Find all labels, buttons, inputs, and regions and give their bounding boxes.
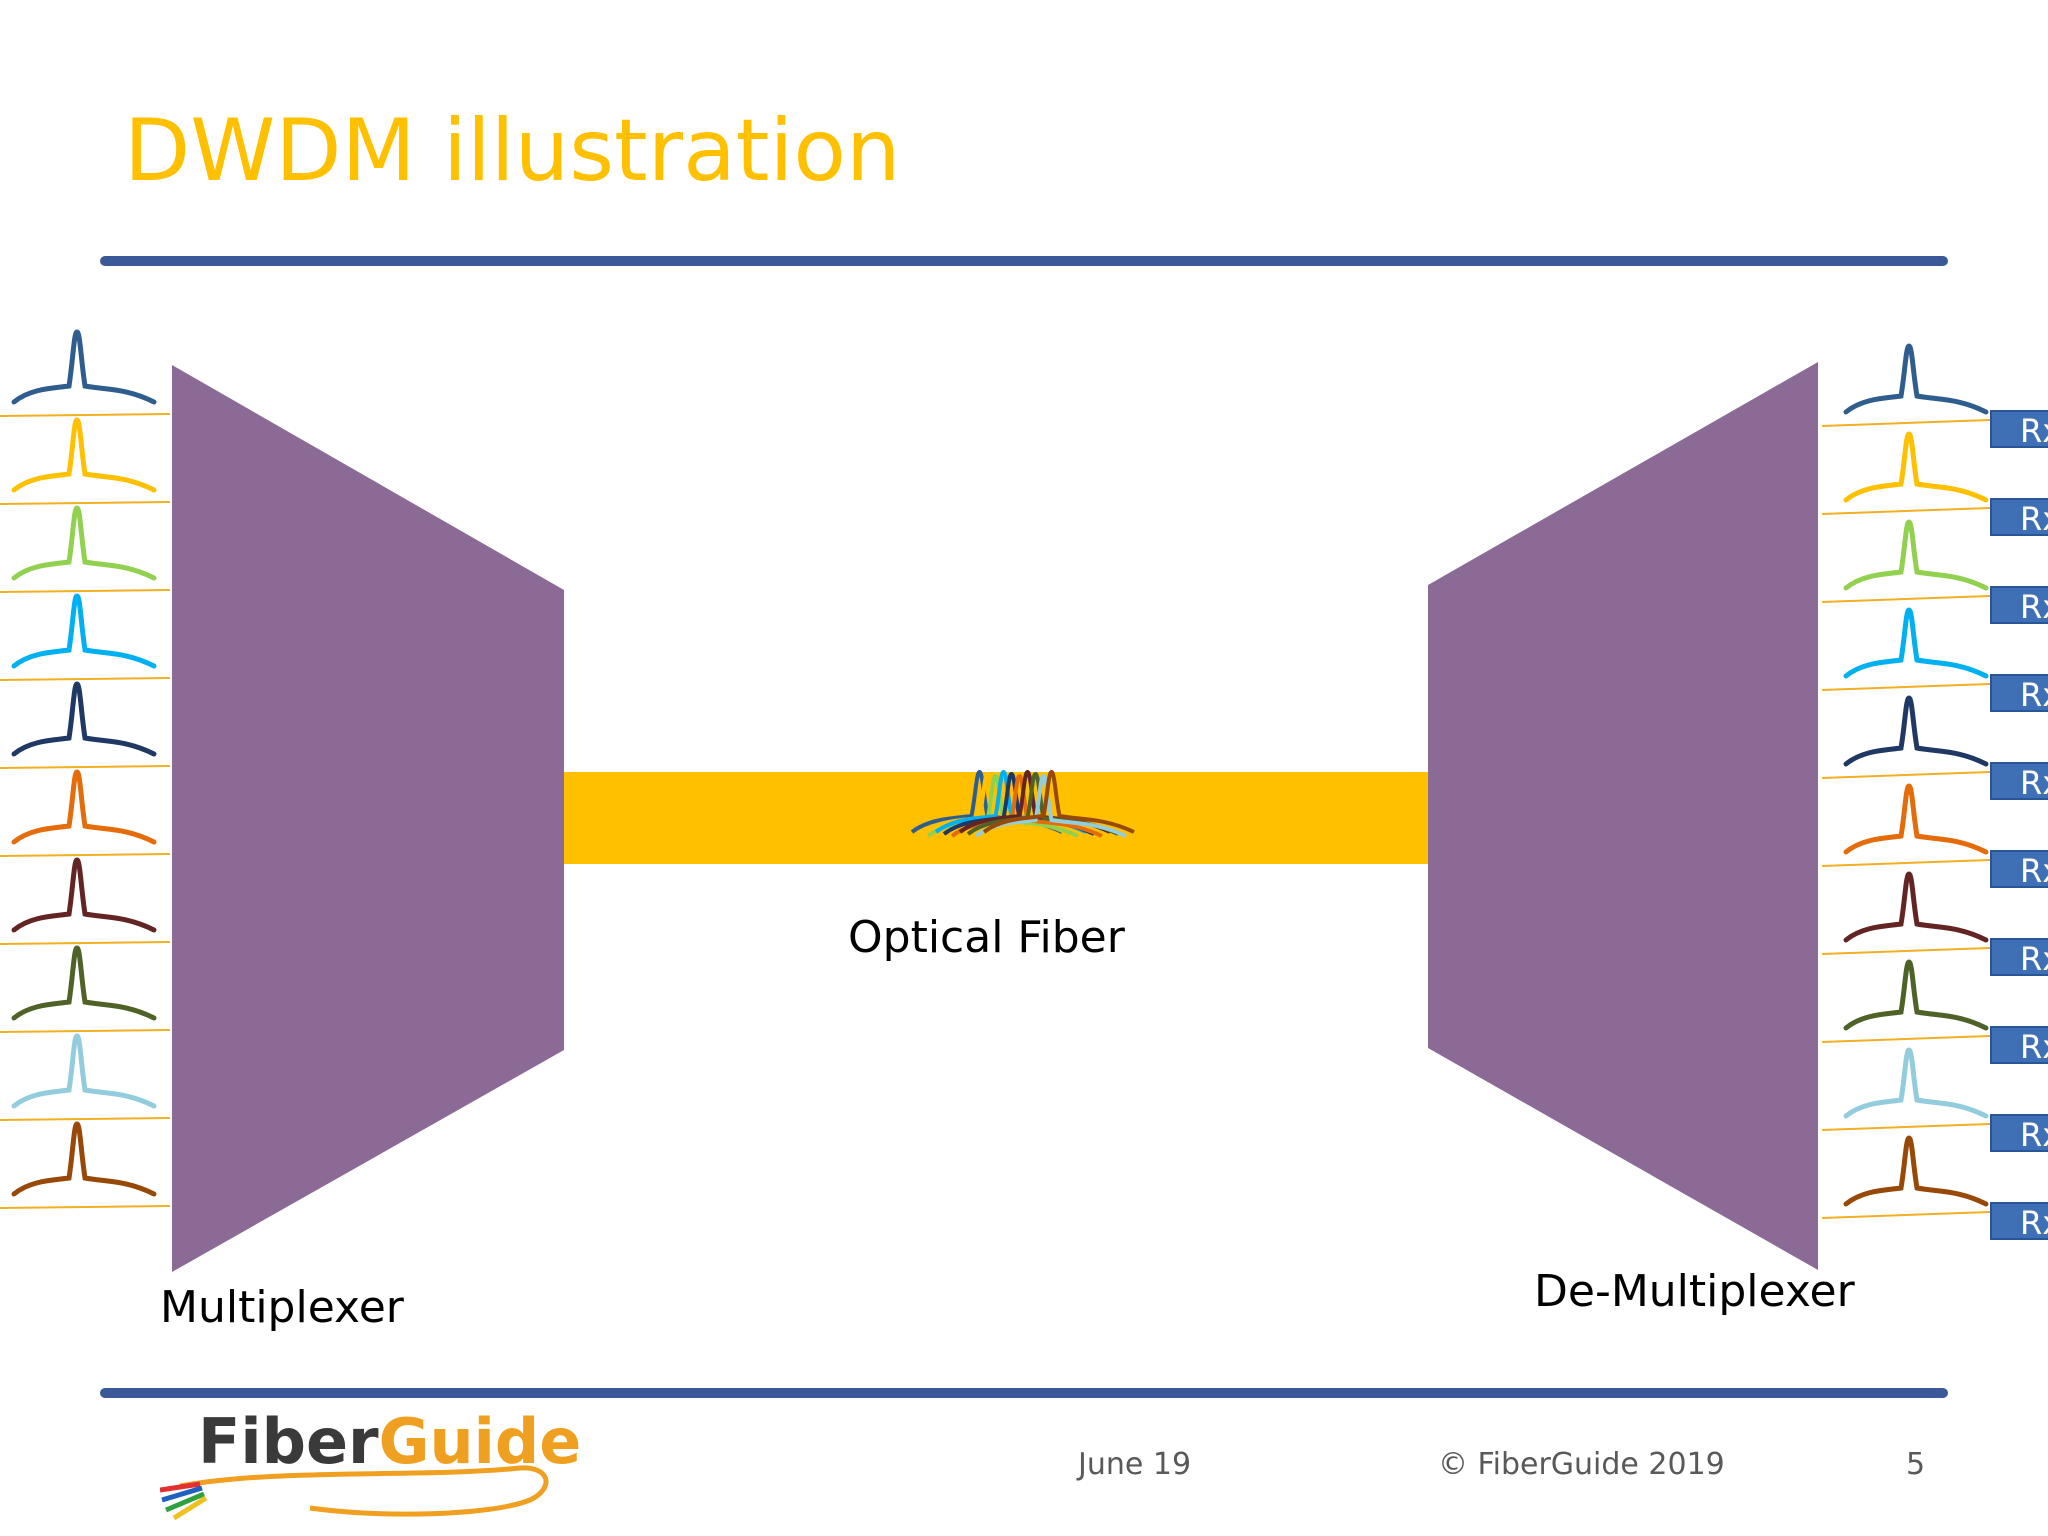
input-channel-peak	[11, 945, 157, 1021]
input-line	[0, 413, 171, 417]
output-channel-peak	[1843, 431, 1989, 503]
input-channel-peak	[11, 1121, 157, 1197]
input-channel-peak	[11, 593, 157, 669]
receiver-box: Rx	[1990, 1114, 2048, 1152]
receiver-box: Rx	[1990, 674, 2048, 712]
input-line	[0, 589, 171, 593]
output-channel-peak	[1843, 695, 1989, 767]
receiver-box: Rx	[1990, 410, 2048, 448]
receiver-box: Rx	[1990, 498, 2048, 536]
multiplexer-label: Multiplexer	[160, 1282, 404, 1333]
top-divider	[100, 256, 1948, 266]
demultiplexer-shape	[1428, 362, 1818, 1270]
output-line	[1821, 947, 1991, 955]
output-line	[1821, 859, 1991, 867]
output-line	[1821, 1211, 1991, 1219]
demultiplexer-label: De-Multiplexer	[1534, 1266, 1855, 1317]
combined-channel-peak	[982, 769, 1135, 834]
output-channel-peak	[1843, 343, 1989, 415]
output-line	[1821, 1123, 1991, 1131]
input-line	[0, 1205, 171, 1209]
input-channel-peak	[11, 769, 157, 845]
output-line	[1821, 595, 1991, 603]
input-lines	[0, 413, 171, 1209]
multiplexer-shape	[172, 365, 564, 1272]
output-line	[1821, 1035, 1991, 1043]
page-number: 5	[1906, 1447, 1926, 1482]
input-line	[0, 853, 171, 857]
input-line	[0, 941, 171, 945]
output-channel-peak	[1843, 1047, 1989, 1119]
output-line	[1821, 507, 1991, 515]
input-channel-peak	[11, 857, 157, 933]
combined-spectrum	[910, 769, 1135, 838]
input-line	[0, 677, 171, 681]
logo-text-fiber: Fiber	[198, 1405, 379, 1478]
input-channel-peak	[11, 329, 157, 405]
footer-date: June 19	[1078, 1447, 1192, 1482]
input-channel-peak	[11, 1033, 157, 1109]
receiver-box: Rx	[1990, 762, 2048, 800]
receiver-box: Rx	[1990, 1026, 2048, 1064]
bottom-divider	[100, 1388, 1948, 1398]
input-line	[0, 1029, 171, 1033]
output-spectra	[1843, 343, 1989, 1207]
input-line	[0, 765, 171, 769]
receiver-box: Rx	[1990, 850, 2048, 888]
optical-fiber-label: Optical Fiber	[848, 912, 1125, 963]
logo-text-guide: Guide	[378, 1405, 582, 1478]
footer-copyright: © FiberGuide 2019	[1438, 1447, 1725, 1482]
output-line	[1821, 419, 1991, 427]
slide-title: DWDM illustration	[124, 101, 901, 201]
receiver-box: Rx	[1990, 1202, 2048, 1240]
input-channel-peak	[11, 505, 157, 581]
output-line	[1821, 683, 1991, 691]
receiver-box: Rx	[1990, 938, 2048, 976]
input-channel-peak	[11, 681, 157, 757]
output-channel-peak	[1843, 871, 1989, 943]
input-channel-peak	[11, 417, 157, 493]
combined-channel-peak	[974, 773, 1127, 838]
output-line	[1821, 771, 1991, 779]
fiberguide-logo: FiberGuide	[160, 1405, 581, 1528]
output-channel-peak	[1843, 1135, 1989, 1207]
output-channel-peak	[1843, 519, 1989, 591]
input-line	[0, 1117, 171, 1121]
output-lines	[1821, 419, 1991, 1219]
receiver-box: Rx	[1990, 586, 2048, 624]
input-spectra	[11, 329, 157, 1197]
output-channel-peak	[1843, 783, 1989, 855]
output-channel-peak	[1843, 959, 1989, 1031]
input-line	[0, 501, 171, 505]
output-channel-peak	[1843, 607, 1989, 679]
